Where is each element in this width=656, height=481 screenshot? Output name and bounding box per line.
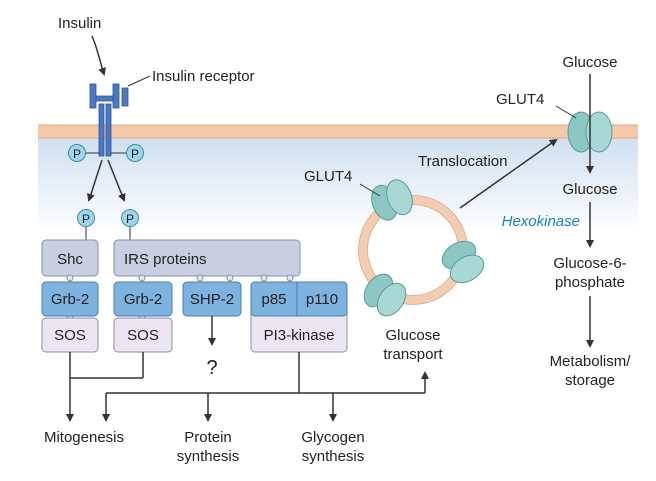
protein-synthesis-label-2: synthesis xyxy=(177,448,240,465)
pi3-kinase-label: PI3-kinase xyxy=(264,327,335,344)
glut4-transporters-vesicle xyxy=(363,179,485,317)
arrow-to-irs xyxy=(107,159,126,202)
irs-proteins-label: IRS proteins xyxy=(124,251,207,268)
shc-phosphate xyxy=(77,209,95,227)
glycogen-synthesis-label-1: Glycogen xyxy=(301,429,364,446)
glut4-vesicle-label: GLUT4 xyxy=(304,168,352,185)
glut4-membrane-transporter xyxy=(567,111,613,153)
p110-label: p110 xyxy=(306,291,338,308)
metabolism-label-1: Metabolism/ xyxy=(550,353,632,370)
translocation-arrow xyxy=(459,138,558,209)
grb2-box-irs xyxy=(113,281,173,317)
phospho-label: P xyxy=(73,147,81,161)
translocation-label: Translocation xyxy=(418,153,508,170)
arrow-to-shc xyxy=(87,159,103,202)
phospho-label: P xyxy=(82,212,90,226)
shc-label: Shc xyxy=(57,251,83,268)
phospho-label: P xyxy=(126,212,134,226)
irs-phosphate xyxy=(121,209,139,227)
hexokinase-label: Hexokinase xyxy=(502,213,580,230)
glucose-outside-label: Glucose xyxy=(562,54,617,71)
phospho-label: P xyxy=(131,147,139,161)
protein-synthesis-label-1: Protein xyxy=(184,429,232,446)
p85-p110-box xyxy=(250,281,348,317)
cell-membrane xyxy=(38,125,638,138)
insulin-receptor xyxy=(89,83,129,157)
unknown-outcome-label: ? xyxy=(206,357,217,379)
insulin-receptor-label: Insulin receptor xyxy=(152,68,255,85)
downstream-lines xyxy=(66,352,429,422)
irs-proteins-box xyxy=(113,239,301,277)
glycogen-synthesis-label-2: synthesis xyxy=(302,448,365,465)
metabolism-label-2: storage xyxy=(565,372,615,389)
glucose6p-label-2: phosphate xyxy=(555,274,625,291)
grb2-box-shc xyxy=(41,281,99,317)
mitogenesis-label: Mitogenesis xyxy=(44,429,124,446)
insulin-label: Insulin xyxy=(58,15,101,32)
glucose-transport-label-2: transport xyxy=(383,346,443,363)
glut4-membrane-label: GLUT4 xyxy=(496,91,544,108)
glucose6p-label-1: Glucose-6- xyxy=(553,255,626,272)
sos-label: SOS xyxy=(127,327,159,344)
receptor-phosphate-right xyxy=(126,144,144,162)
grb2-label: Grb-2 xyxy=(51,291,89,308)
grb2-label: Grb-2 xyxy=(124,291,162,308)
receptor-phosphate-left xyxy=(68,144,86,162)
sos-label: SOS xyxy=(54,327,86,344)
glucose-inside-label: Glucose xyxy=(562,181,617,198)
insulin-binding-arrow xyxy=(91,35,106,76)
glucose-transport-label-1: Glucose xyxy=(385,327,440,344)
p85-label: p85 xyxy=(261,291,286,308)
shp2-label: SHP-2 xyxy=(190,291,234,308)
